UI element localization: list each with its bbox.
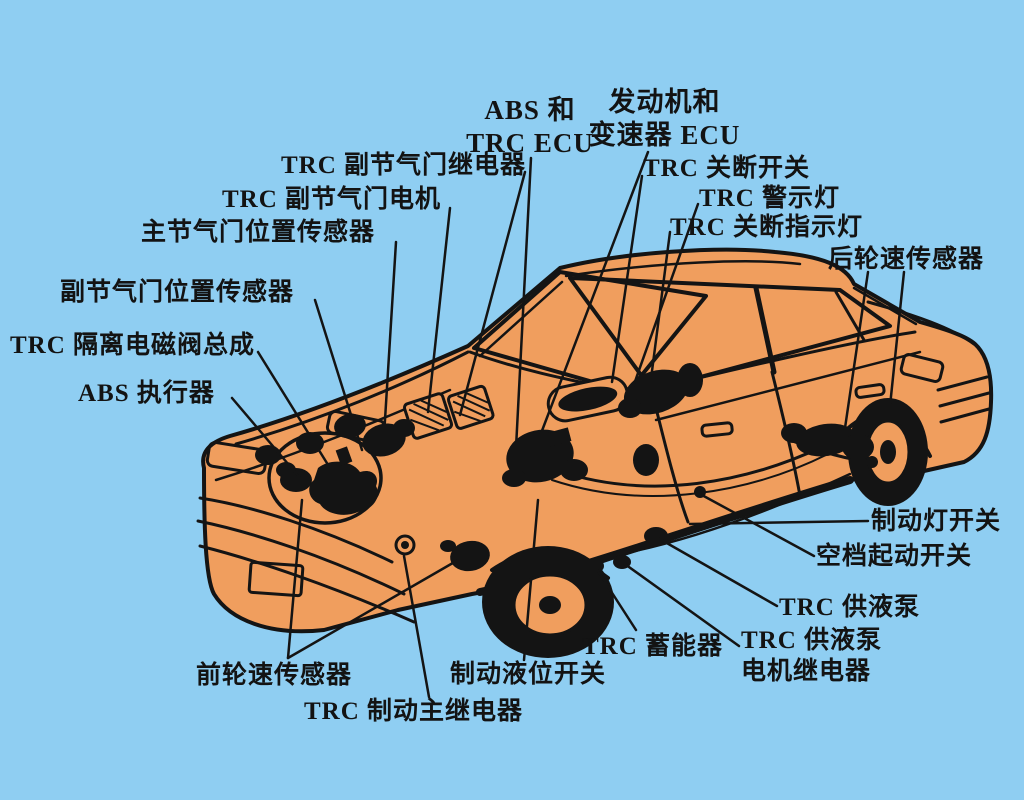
- label-trc-isolation-solenoid-assembly: TRC 隔离电磁阀总成: [10, 332, 256, 359]
- component-dash-cluster: [618, 363, 703, 418]
- component-strut-blob: [309, 461, 378, 515]
- label-trc-warning-light: TRC 警示灯: [699, 185, 841, 212]
- tail-lamp: [899, 353, 945, 383]
- label-trc-supply-pump-motor-relay: TRC 供液泵 电机继电器: [741, 627, 883, 685]
- component-small-cluster: [633, 444, 659, 476]
- strut-tower-circle: [267, 431, 383, 525]
- label-front-wheel-speed-sensor: 前轮速传感器: [196, 662, 353, 689]
- label-neutral-start-switch: 空档起动开关: [816, 543, 973, 570]
- label-trc-accumulator: TRC 蓄能器: [582, 633, 724, 660]
- component-ring-sensor: [394, 534, 416, 556]
- license-plate: [247, 560, 305, 598]
- rear-wheel: [848, 398, 928, 506]
- label-main-throttle-position-sensor: 主节气门位置传感器: [141, 219, 376, 246]
- components: [255, 363, 878, 573]
- label-brake-light-switch: 制动灯开关: [871, 508, 1002, 535]
- label-engine-trans-ecu: 发动机和 变速器 ECU: [588, 87, 741, 150]
- side-windows: [568, 276, 892, 392]
- component-front-wheel-sensor: [440, 540, 490, 572]
- component-engine-cluster: [255, 413, 415, 492]
- label-trc-sub-throttle-relay: TRC 副节气门继电器: [281, 152, 527, 179]
- label-trc-cutoff-switch: TRC 关断开关: [643, 155, 811, 182]
- rear-door-handle: [854, 383, 886, 399]
- component-booster-cluster: [502, 427, 588, 487]
- windshield: [472, 270, 708, 394]
- label-sub-throttle-position-sensor: 副节气门位置传感器: [60, 279, 295, 306]
- label-trc-supply-pump: TRC 供液泵: [779, 594, 921, 621]
- label-abs-actuator: ABS 执行器: [78, 380, 215, 407]
- label-brake-fluid-level-switch: 制动液位开关: [450, 661, 607, 688]
- component-rear-axle-cluster: [781, 423, 878, 468]
- label-trc-sub-throttle-motor: TRC 副节气门电机: [222, 186, 442, 213]
- component-accumulator: [586, 559, 604, 573]
- front-wheel: [482, 546, 614, 658]
- label-trc-cutoff-indicator: TRC 关断指示灯: [670, 214, 864, 241]
- label-trc-brake-master-relay: TRC 制动主继电器: [304, 698, 524, 725]
- front-door-handle: [700, 421, 734, 438]
- label-abs-trc-ecu: ABS 和 TRC ECU: [466, 95, 594, 158]
- label-rear-wheel-speed-sensor: 后轮速传感器: [828, 246, 985, 273]
- leader-lines: [230, 150, 906, 699]
- b-pillar: [753, 285, 777, 375]
- component-relay-box-b: [446, 384, 495, 430]
